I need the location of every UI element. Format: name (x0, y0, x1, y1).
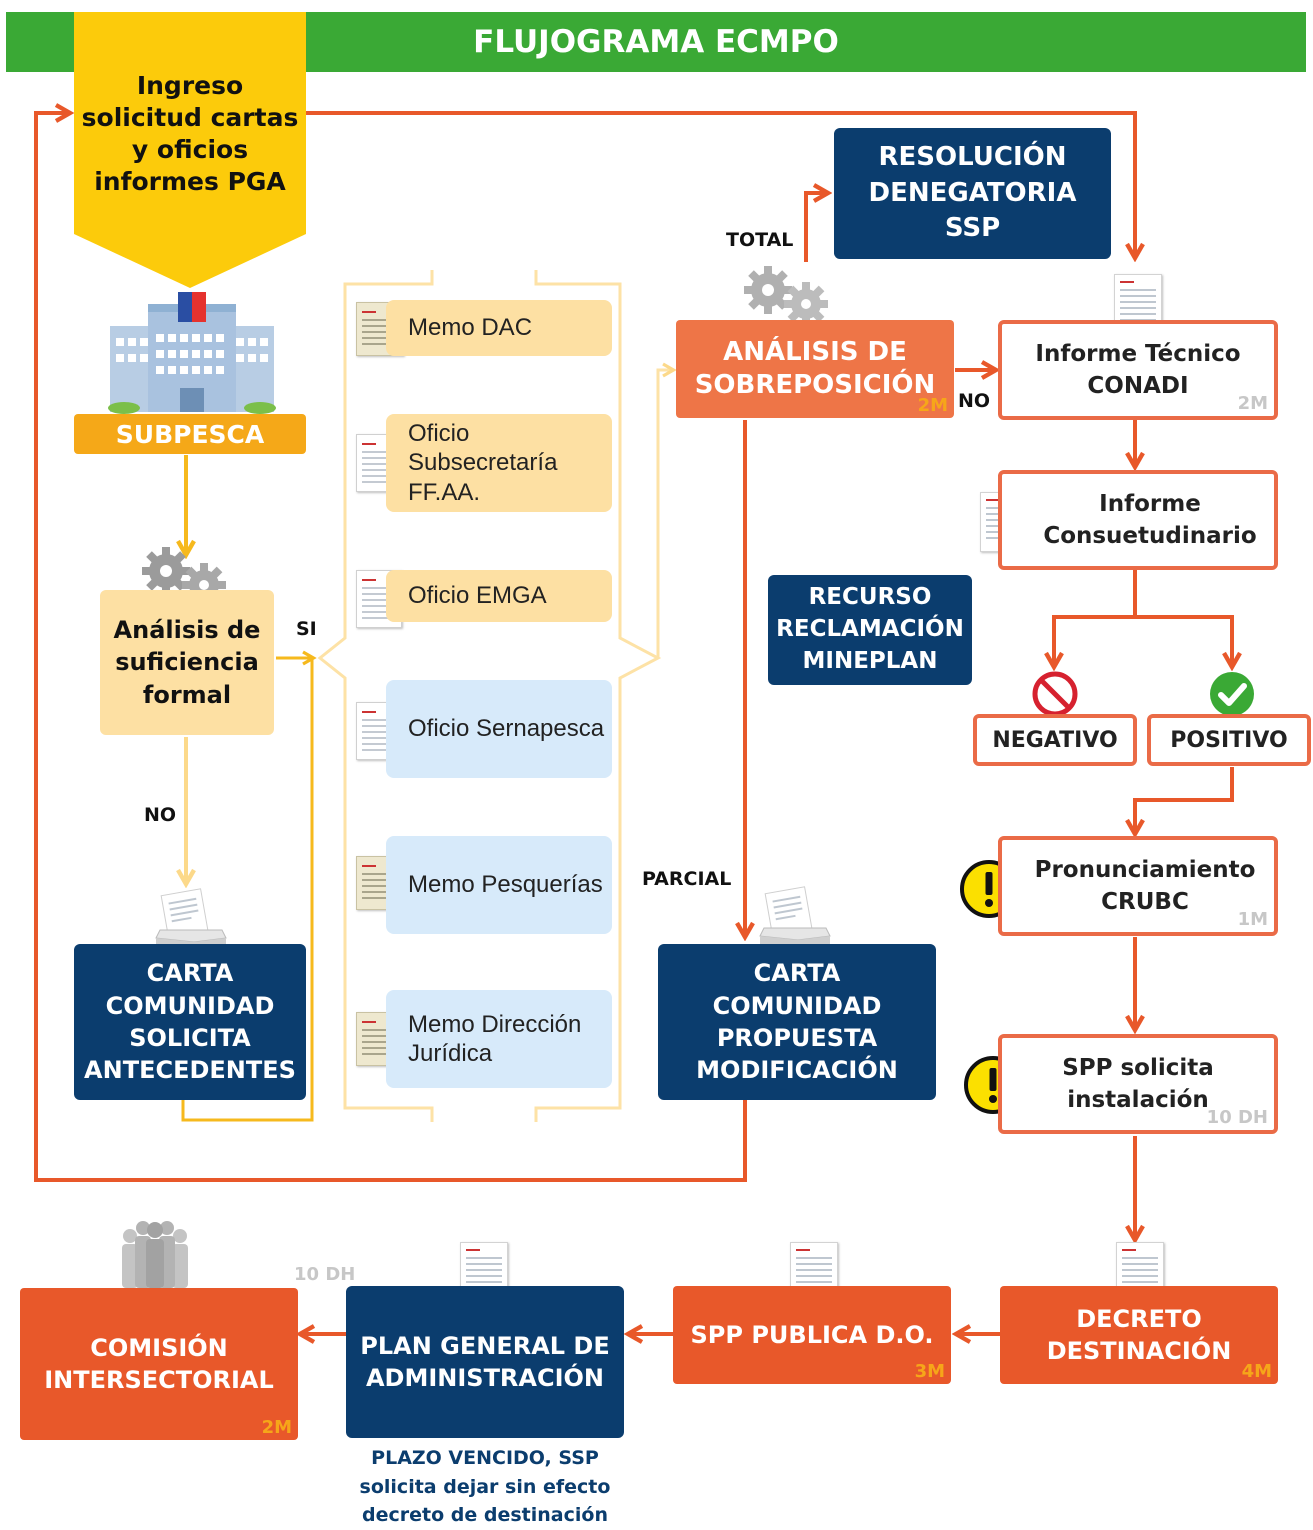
informe-consuetudinario-box: Informe Consuetudinario (998, 470, 1278, 570)
analisis-sobreposicion-box: ANÁLISIS DE SOBREPOSICIÓN 2M (676, 320, 954, 418)
doc-item-memo-dac: Memo DAC (386, 300, 612, 356)
check-icon (1210, 672, 1254, 716)
building-icon (108, 292, 276, 414)
connector-carta-return (181, 658, 314, 1122)
plan-general-label: PLAN GENERAL DE ADMINISTRACIÓN (360, 1331, 610, 1392)
connector-return-loop (34, 113, 747, 1182)
connector-split (1052, 570, 1234, 665)
documents-bracket-left (317, 270, 434, 1122)
no-label-suficiencia: NO (144, 804, 177, 826)
duration-badge: 2M (917, 395, 948, 416)
connector-total (804, 193, 826, 262)
carta-modificacion-label: CARTA COMUNIDAD PROPUESTA MODIFICACIÓN (696, 959, 898, 1085)
duration-badge: 1M (1237, 909, 1268, 930)
prohibited-icon (1032, 671, 1078, 717)
negativo-box: NEGATIVO (973, 714, 1137, 766)
no-label-sobreposicion: NO (958, 390, 991, 412)
analisis-suficiencia-box: Análisis de suficiencia formal (100, 590, 274, 735)
spp-publica-label: SPP PUBLICA D.O. (690, 1321, 934, 1349)
duration-badge: 10 DH (1206, 1107, 1268, 1128)
start-label: Ingreso solicitud cartas y oficios infor… (81, 71, 299, 196)
informe-consuetudinario-label: Informe Consuetudinario (1043, 490, 1257, 549)
page-title: FLUJOGRAMA ECMPO (473, 24, 839, 60)
plan-general-box: PLAN GENERAL DE ADMINISTRACIÓN (346, 1286, 624, 1438)
comision-intersectorial-box: COMISIÓN INTERSECTORIAL 2M (20, 1288, 298, 1440)
pronunciamiento-box: Pronunciamiento CRUBC 1M (998, 836, 1278, 936)
analisis-suficiencia-label: Análisis de suficiencia formal (113, 615, 261, 709)
spp-solicita-label: SPP solicita instalación (1062, 1054, 1214, 1113)
decreto-destinacion-label: DECRETO DESTINACIÓN (1046, 1304, 1232, 1365)
connector-ingreso-informe (306, 111, 1135, 256)
subpesca-box: SUBPESCA (74, 414, 306, 454)
resolucion-denegatoria-box: RESOLUCIÓN DENEGATORIA SSP (834, 128, 1111, 259)
positivo-label: POSITIVO (1170, 727, 1288, 753)
plan-note: PLAZO VENCIDO, SSP solicita dejar sin ef… (359, 1447, 611, 1527)
doc-label: Oficio Subsecretaría FF.AA. (408, 420, 558, 506)
decreto-destinacion-box: DECRETO DESTINACIÓN 4M (1000, 1286, 1278, 1384)
doc-item-oficio-sernapesca: Oficio Sernapesca (386, 680, 612, 778)
doc-label: Memo Pesquerías (408, 871, 603, 899)
informe-tecnico-box: Informe Técnico CONADI 2M (998, 320, 1278, 420)
carta-modificacion-box: CARTA COMUNIDAD PROPUESTA MODIFICACIÓN (658, 944, 936, 1100)
comision-intersectorial-label: COMISIÓN INTERSECTORIAL (44, 1333, 274, 1394)
recurso-reclamacion-label: RECURSO RECLAMACIÓN MINEPLAN (776, 584, 964, 674)
resolucion-denegatoria-label: RESOLUCIÓN DENEGATORIA SSP (868, 142, 1077, 244)
informe-tecnico-label: Informe Técnico CONADI (1035, 340, 1241, 399)
spp-solicita-box: SPP solicita instalación 10 DH (998, 1034, 1278, 1134)
connector-positivo-pronunciamiento (1135, 767, 1234, 832)
carta-antecedentes-label: CARTA COMUNIDAD SOLICITA ANTECEDENTES (84, 959, 296, 1085)
doc-item-memo-direccion-juridica: Memo Dirección Jurídica (386, 990, 612, 1088)
doc-label: Memo Dirección Jurídica (408, 1010, 582, 1067)
gears-icon (744, 266, 828, 326)
parcial-label: PARCIAL (642, 868, 732, 890)
doc-label: Oficio EMGA (408, 582, 547, 610)
negativo-label: NEGATIVO (992, 727, 1118, 753)
doc-item-oficio-subsecretaria: Oficio Subsecretaría FF.AA. (386, 414, 612, 512)
doc-item-memo-pesquerias: Memo Pesquerías (386, 836, 612, 934)
analisis-sobreposicion-label: ANÁLISIS DE SOBREPOSICIÓN (694, 336, 936, 400)
doc-label: Oficio Sernapesca (408, 715, 605, 743)
si-label: SI (296, 618, 317, 640)
plan-duration-badge: 10 DH (294, 1264, 356, 1285)
connector-docs-sobreposicion (656, 370, 672, 658)
doc-item-oficio-emga: Oficio EMGA (386, 570, 612, 622)
duration-badge: 4M (1241, 1361, 1272, 1382)
carta-tray-icon (759, 886, 831, 944)
duration-badge: 3M (914, 1361, 945, 1382)
carta-antecedentes-box: CARTA COMUNIDAD SOLICITA ANTECEDENTES (74, 944, 306, 1100)
recurso-reclamacion-box: RECURSO RECLAMACIÓN MINEPLAN (768, 575, 972, 685)
start-pentagon (74, 12, 306, 288)
pronunciamiento-label: Pronunciamiento CRUBC (1034, 856, 1256, 915)
people-icon (122, 1221, 188, 1288)
carta-tray-icon (155, 888, 227, 946)
spp-publica-box: SPP PUBLICA D.O. 3M (673, 1286, 951, 1384)
duration-badge: 2M (1237, 393, 1268, 414)
positivo-box: POSITIVO (1147, 714, 1311, 766)
doc-label: Memo DAC (408, 314, 533, 342)
total-label: TOTAL (726, 229, 794, 251)
subpesca-label: SUBPESCA (115, 419, 265, 449)
duration-badge: 2M (261, 1417, 292, 1438)
